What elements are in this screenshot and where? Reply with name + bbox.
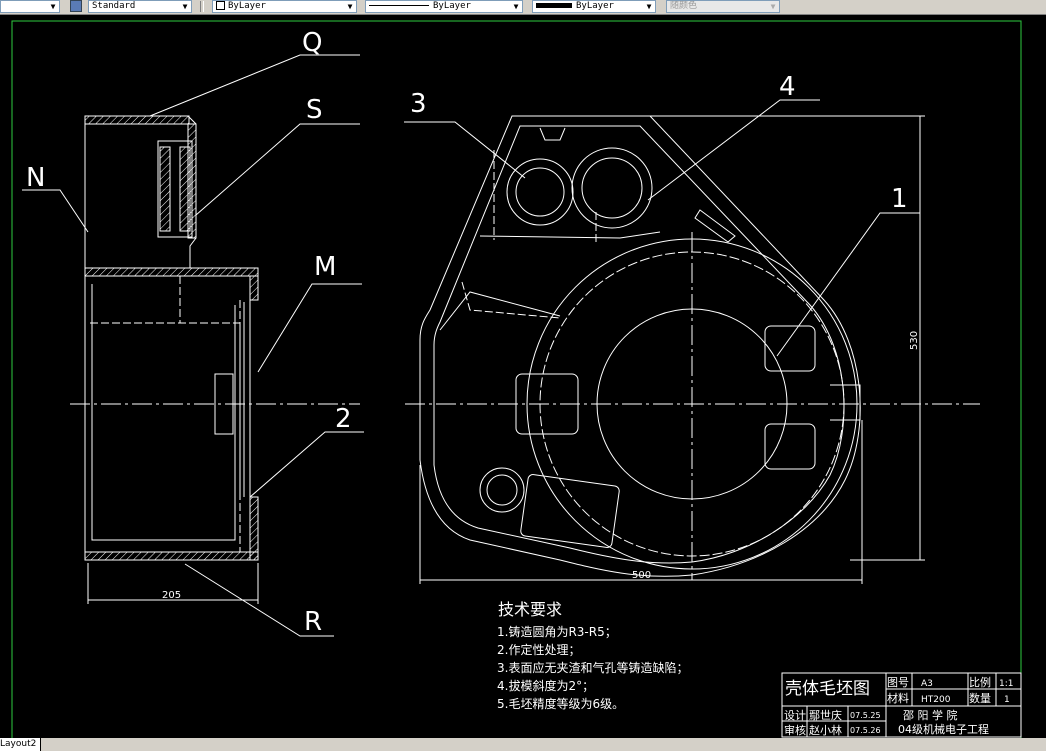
chevron-down-icon: ▼ [347,2,353,11]
chevron-down-icon: ▼ [50,2,56,11]
review-date: 07.5.26 [850,726,881,735]
department-name: 04级机械电子工程 [898,722,989,736]
quantity-value: 1 [1004,695,1010,705]
tab-layout2[interactable]: Layout2 [0,738,42,751]
toolbar-separator [200,1,204,12]
chevron-down-icon: ▼ [646,2,652,11]
dimensions [87,115,925,604]
scale-label: 比例 [969,675,991,689]
designer-name: 鄢世庆 [809,708,842,722]
balloon-m: M [314,252,336,282]
reviewer-name: 赵小林 [809,723,842,737]
title-block: 壳体毛坯图 图号 A3 比例 1:1 材料 HT200 数量 1 设计 鄢世庆 … [781,672,1022,738]
material-value: HT200 [921,695,951,705]
note-2: 2.作定性处理； [497,642,580,657]
balloon-1: 1 [891,184,908,214]
part-name: 壳体毛坯图 [785,679,870,699]
section-view [70,115,360,561]
note-3: 3.表面应无夹渣和气孔等铸造缺陷； [497,660,688,675]
drawing-no-label: 图号 [887,676,909,689]
layer-color-dropdown[interactable]: ByLayer ▼ [212,0,357,13]
scale-value: 1:1 [999,679,1013,689]
balloon-2: 2 [335,404,352,434]
plot-style-dropdown[interactable]: 随颜色 ▼ [666,0,780,13]
leaders [22,54,920,637]
chevron-down-icon: ▼ [770,2,776,11]
chevron-down-icon: ▼ [513,2,519,11]
text-style-icon[interactable] [70,0,82,12]
color-swatch-icon [216,1,225,10]
properties-toolbar: ▼ Standard ▼ ByLayer ▼ ByLayer ▼ ByLayer… [0,0,1046,15]
note-5: 5.毛坯精度等级为6级。 [497,696,624,711]
reviewer-label: 审核 [784,723,806,737]
drawing-canvas[interactable]: Q S N M 2 R 3 4 1 205 500 530 技术要求 1.铸造圆… [0,14,1046,738]
note-4: 4.拔模斜度为2°； [497,678,594,693]
designer-label: 设计 [784,709,806,722]
front-view [405,115,980,580]
linetype-swatch-icon [369,5,429,6]
notes-title: 技术要求 [498,600,562,619]
layout-tabs-bar: Layout2 [0,738,1046,751]
text-style-dropdown[interactable]: Standard ▼ [88,0,192,13]
dim-right-width: 500 [632,570,651,581]
chevron-down-icon: ▼ [182,2,188,11]
note-1: 1.铸造圆角为R3-R5； [497,624,617,639]
sheet-border [11,20,1022,738]
balloon-r: R [304,607,322,637]
design-date: 07.5.25 [850,711,881,720]
balloon-s: S [306,95,323,125]
drawing-no: A3 [921,679,933,689]
linetype-dropdown[interactable]: ByLayer ▼ [365,0,523,13]
previous-dropdown[interactable]: ▼ [0,0,60,13]
lineweight-swatch-icon [536,3,572,8]
lineweight-dropdown[interactable]: ByLayer ▼ [532,0,656,13]
balloon-4: 4 [779,72,796,102]
school-name: 邵 阳 学 院 [903,708,958,722]
quantity-label: 数量 [969,692,991,705]
balloon-n: N [26,163,45,193]
technical-notes: 技术要求 1.铸造圆角为R3-R5； 2.作定性处理； 3.表面应无夹渣和气孔等… [497,600,688,711]
balloon-3: 3 [410,89,427,119]
dim-left-width: 205 [162,590,181,601]
balloon-q: Q [302,28,322,58]
material-label: 材料 [887,691,909,705]
dim-right-height: 530 [909,331,920,350]
